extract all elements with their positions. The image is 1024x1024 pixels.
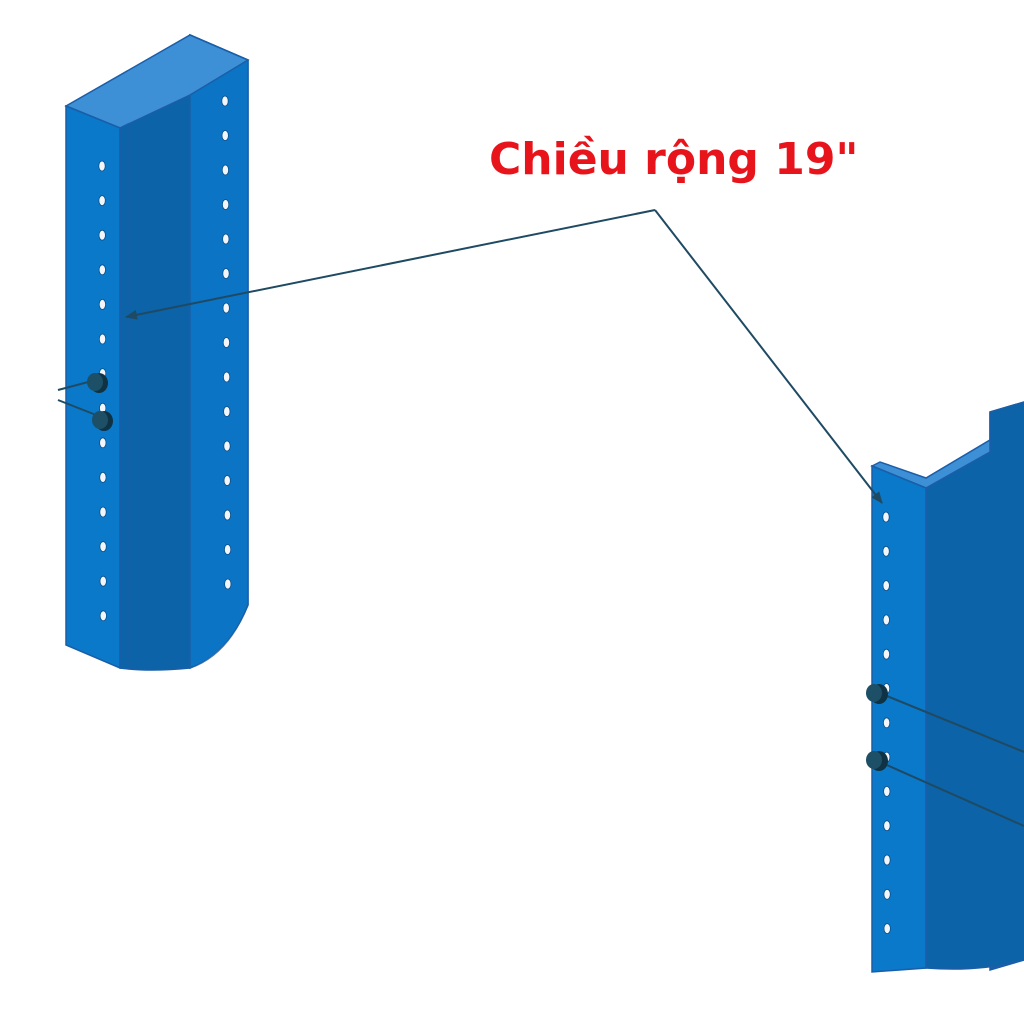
mounting-hole	[223, 440, 231, 452]
mounting-hole	[224, 578, 232, 590]
mounting-hole	[99, 506, 107, 518]
mounting-hole	[98, 333, 107, 345]
right-rail-inner-face	[925, 401, 1024, 970]
mounting-hole	[98, 229, 106, 241]
mounting-hole	[223, 406, 231, 417]
right-fastener-lead-1	[881, 693, 1024, 753]
left-fastener-lead-1	[57, 380, 93, 391]
cage-nut-icon	[87, 373, 108, 393]
mounting-hole	[882, 511, 890, 523]
mounting-hole	[221, 95, 229, 107]
mounting-hole	[222, 199, 230, 210]
mounting-hole	[223, 475, 231, 486]
mounting-hole	[99, 437, 107, 449]
left-fasteners	[57, 373, 113, 431]
left-rail-side-holes	[221, 95, 232, 590]
mounting-hole	[222, 302, 230, 314]
right-fastener-lead-2	[879, 761, 1024, 827]
mounting-hole	[222, 233, 230, 245]
cage-nut-icon	[866, 751, 888, 771]
mounting-hole	[98, 264, 106, 276]
mounting-hole	[99, 575, 107, 587]
leader-to-left-rail	[125, 209, 656, 320]
mounting-hole	[882, 648, 891, 660]
mounting-hole	[221, 164, 229, 176]
left-rail-side-panel	[189, 33, 249, 670]
mounting-hole	[882, 717, 891, 729]
mounting-hole	[98, 160, 106, 172]
mounting-hole	[222, 337, 230, 348]
left-rail-front-bevel	[119, 122, 129, 669]
mounting-hole	[222, 268, 230, 279]
left-rail-front-holes	[98, 160, 107, 622]
mounting-hole	[98, 195, 106, 207]
right-fasteners	[866, 684, 1024, 827]
mounting-hole	[882, 545, 890, 557]
mounting-hole	[223, 371, 231, 383]
mounting-hole	[883, 888, 891, 900]
left-rail-inner-face	[119, 93, 191, 671]
mounting-hole	[883, 854, 891, 866]
cage-nut-icon	[866, 684, 888, 704]
leader-to-right-rail	[654, 209, 883, 504]
left-fastener-lead-2	[57, 399, 97, 416]
mounting-hole	[221, 130, 229, 141]
mounting-hole	[98, 298, 107, 310]
mounting-hole	[223, 509, 231, 521]
cage-nut-icon	[92, 411, 113, 431]
mounting-hole	[99, 471, 107, 483]
mounting-hole	[882, 580, 890, 591]
mounting-hole	[99, 541, 107, 552]
mounting-hole	[882, 614, 890, 626]
mounting-hole	[883, 786, 891, 797]
mounting-hole	[224, 544, 232, 555]
right-rack-rail	[870, 401, 1024, 973]
width-callout-leaders	[125, 209, 883, 504]
mounting-hole	[883, 820, 891, 832]
mounting-hole	[99, 610, 107, 622]
width-callout-label: Chiều rộng 19"	[489, 134, 859, 185]
left-rack-rail	[64, 33, 250, 671]
right-rail-front-face	[871, 464, 927, 973]
mounting-hole	[883, 923, 891, 934]
